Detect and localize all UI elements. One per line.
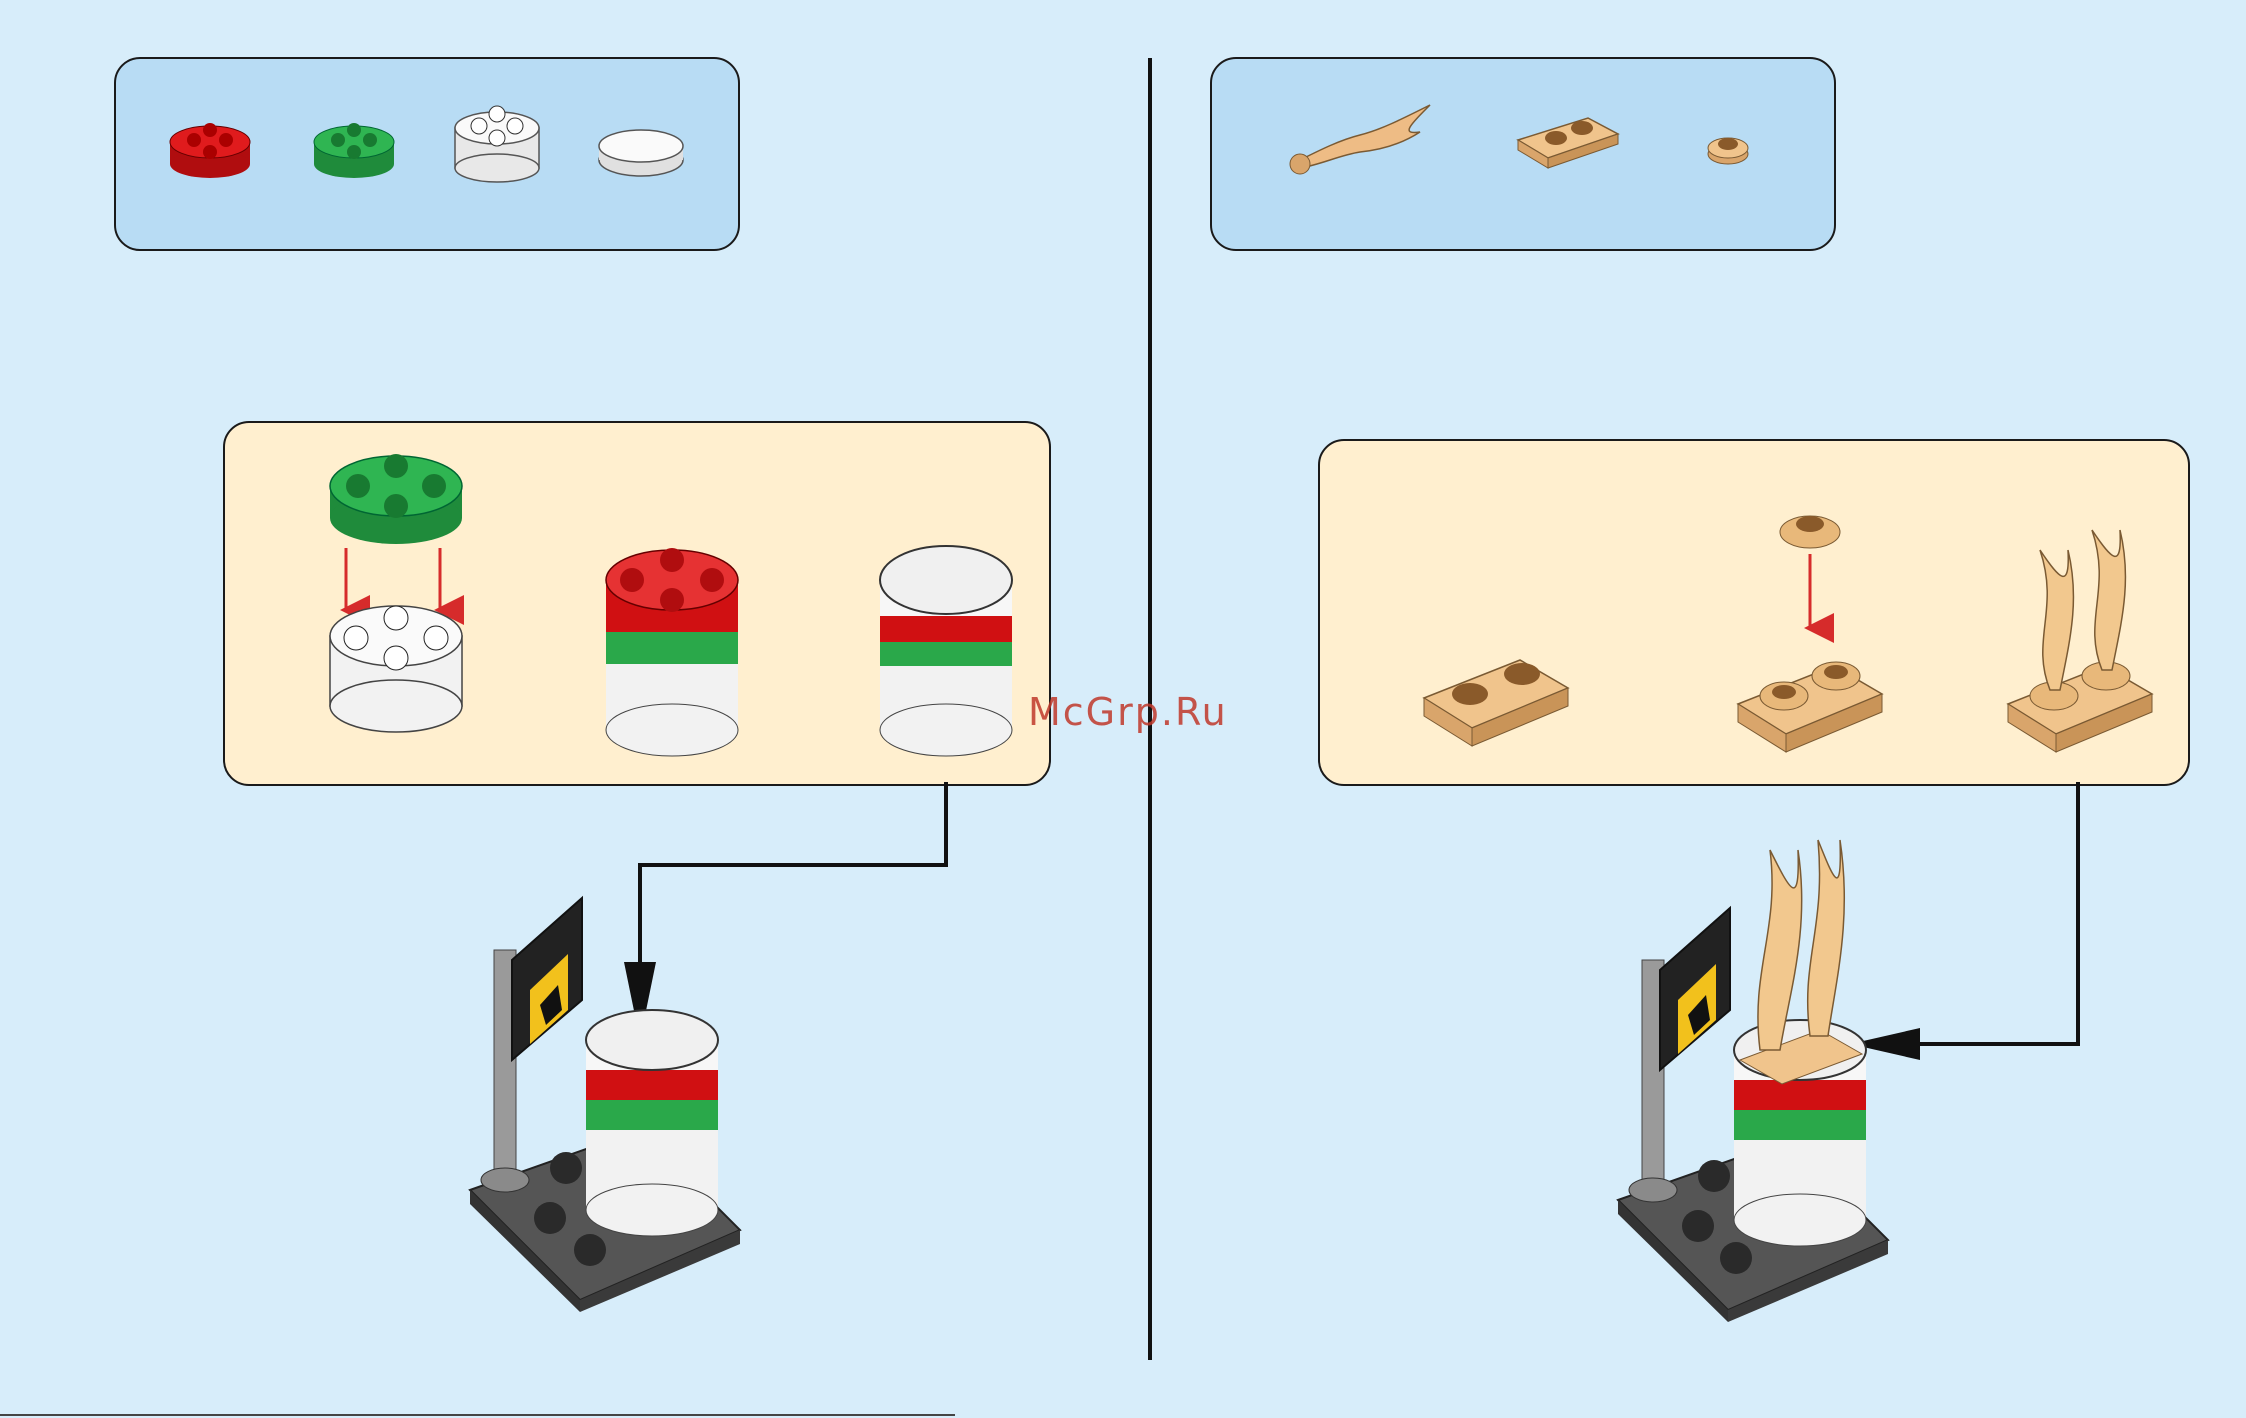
main-model-left [470,898,740,1312]
gold-flames-added-substep [2008,530,2152,752]
watermark: McGrp.Ru [1028,690,1228,734]
green-round-brick-icon [314,123,394,178]
green-onto-white-substep [330,454,462,732]
gold-round-plate-added-substep [1738,516,1882,752]
main-model-right [1618,840,1888,1322]
white-round-brick-icon [455,106,539,182]
gold-round-plate-icon [1708,138,1748,164]
red-round-brick-icon [170,123,250,178]
white-round-tile-icon [599,130,683,176]
red-added-substep [606,548,738,756]
gold-flame-icon [1290,105,1430,174]
gold-plate-1x2-icon [1518,118,1618,168]
gold-plate-substep [1424,660,1568,746]
white-tile-top-substep [880,546,1012,756]
